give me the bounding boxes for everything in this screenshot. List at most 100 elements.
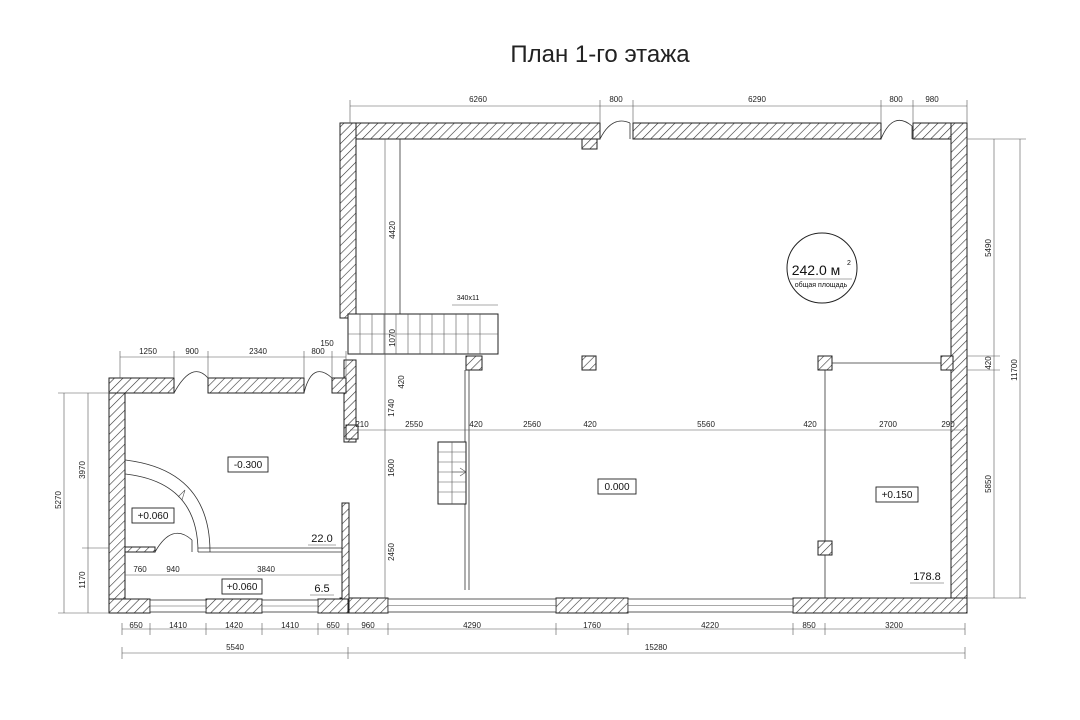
dimension-lines: [58, 100, 1026, 659]
dim-1070: 1070: [388, 329, 397, 347]
dim-5490: 5490: [984, 239, 993, 257]
dim-11700: 11700: [1010, 359, 1019, 381]
area-22: 22.0: [311, 533, 332, 545]
wall-bottom-seg3: [792, 597, 968, 614]
dim-1600: 1600: [387, 459, 396, 477]
total-area-caption: общая площадь: [795, 281, 848, 289]
dim-760: 760: [133, 565, 147, 574]
main-hall-walls: [339, 122, 968, 614]
dim-1760: 1760: [583, 621, 601, 630]
dim-5850: 5850: [984, 475, 993, 493]
annex-wall-top-3: [331, 377, 347, 394]
annex-walls: [108, 377, 349, 614]
total-area-badge: 242.0 м 2 общая площадь: [786, 232, 858, 304]
dim-210: 210: [355, 420, 369, 429]
dim-960: 960: [361, 621, 375, 630]
dim-2550: 2550: [405, 420, 423, 429]
stair-note: 340x11: [457, 295, 480, 302]
dim-4220: 4220: [701, 621, 719, 630]
dims-bottom: 650 1410 1420 1410 650 960 4290 1760 422…: [129, 621, 903, 652]
dim-850: 850: [802, 621, 816, 630]
column-4: [465, 355, 483, 371]
dim-420-a: 420: [469, 420, 483, 429]
column-3: [940, 355, 954, 371]
dim-420-d: 420: [397, 375, 406, 389]
level-plus-0060-a: +0.060: [138, 511, 169, 522]
dim-3840: 3840: [257, 565, 275, 574]
annex-wall-top-1: [108, 377, 175, 394]
wall-inner-left: [343, 359, 357, 443]
dim-6260: 6260: [469, 95, 487, 104]
dim-800-b: 800: [889, 95, 903, 104]
dims-top-main: 6260 800 6290 800 980: [469, 95, 939, 104]
dim-4420: 4420: [388, 221, 397, 239]
dim-1740: 1740: [387, 399, 396, 417]
dim-3970: 3970: [78, 461, 87, 479]
dim-940: 940: [166, 565, 180, 574]
level-markers: -0.300 +0.060 +0.060 0.000 +0.150: [131, 456, 919, 595]
dim-1250: 1250: [139, 347, 157, 356]
wall-bottom-seg2: [555, 597, 629, 614]
column-6: [345, 424, 359, 440]
dim-5270: 5270: [54, 491, 63, 509]
dims-interior-vertical: 4420 1070 420 1740 1600 2450: [387, 221, 406, 561]
annex-wall-top-2: [207, 377, 305, 394]
dims-top-annex: 1250 900 2340 800 150: [139, 339, 334, 356]
dims-annex-inner: 760 940 3840: [133, 565, 275, 574]
dim-650-a: 650: [129, 621, 143, 630]
dim-1420: 1420: [225, 621, 243, 630]
dim-420-c: 420: [803, 420, 817, 429]
dim-15280: 15280: [645, 643, 668, 652]
dim-3200: 3200: [885, 621, 903, 630]
dim-6290: 6290: [748, 95, 766, 104]
area-6-5: 6.5: [314, 583, 329, 595]
dim-420-e: 420: [984, 356, 993, 370]
dim-5540: 5540: [226, 643, 244, 652]
dim-2340: 2340: [249, 347, 267, 356]
level-0000: 0.000: [604, 482, 629, 493]
level-plus-0150: +0.150: [882, 490, 913, 501]
dim-1170: 1170: [78, 571, 87, 589]
column-1: [581, 355, 597, 371]
partitions: [356, 139, 941, 598]
dim-1410-b: 1410: [281, 621, 299, 630]
dim-650-b: 650: [326, 621, 340, 630]
dim-150: 150: [320, 339, 334, 348]
total-area-value: 242.0 м: [792, 262, 841, 278]
level-plus-0060-b: +0.060: [227, 582, 258, 593]
wall-inner-left-lower: [341, 502, 350, 614]
total-area-superscript: 2: [847, 260, 851, 267]
annex-inner-wall: [124, 546, 156, 553]
stair-upper: [347, 304, 499, 355]
wall-left-upper: [339, 122, 357, 319]
area-178-8: 178.8: [913, 571, 941, 583]
dims-right: 5490 420 5850 11700: [984, 239, 1019, 493]
dim-980: 980: [925, 95, 939, 104]
wall-top-middle: [632, 122, 882, 140]
dim-800-c: 800: [311, 347, 325, 356]
dim-2700: 2700: [879, 420, 897, 429]
main-doors: [599, 119, 913, 140]
column-2: [817, 355, 833, 371]
annex-wall-bottom-1: [108, 598, 151, 614]
dims-interior-row: 210 2550 420 2560 420 5560 420 2700 290: [355, 420, 955, 429]
dim-290: 290: [941, 420, 955, 429]
area-labels: 22.0 6.5 178.8: [308, 533, 944, 596]
wall-pier-top: [581, 138, 598, 150]
dim-800-a: 800: [609, 95, 623, 104]
dim-1410-a: 1410: [169, 621, 187, 630]
dim-420-b: 420: [583, 420, 597, 429]
level-minus-0300: -0.300: [234, 460, 263, 471]
dims-left: 5270 3970 1170: [54, 461, 87, 589]
dim-4290: 4290: [463, 621, 481, 630]
columns: [345, 355, 954, 556]
annex-wall-left: [108, 377, 126, 614]
stair-middle: [437, 441, 467, 505]
wall-top-left: [339, 122, 601, 140]
dim-5560: 5560: [697, 420, 715, 429]
annex-wall-bottom-3: [317, 598, 349, 614]
annex-wall-bottom-2: [205, 598, 263, 614]
dim-2450: 2450: [387, 543, 396, 561]
column-5: [817, 540, 833, 556]
